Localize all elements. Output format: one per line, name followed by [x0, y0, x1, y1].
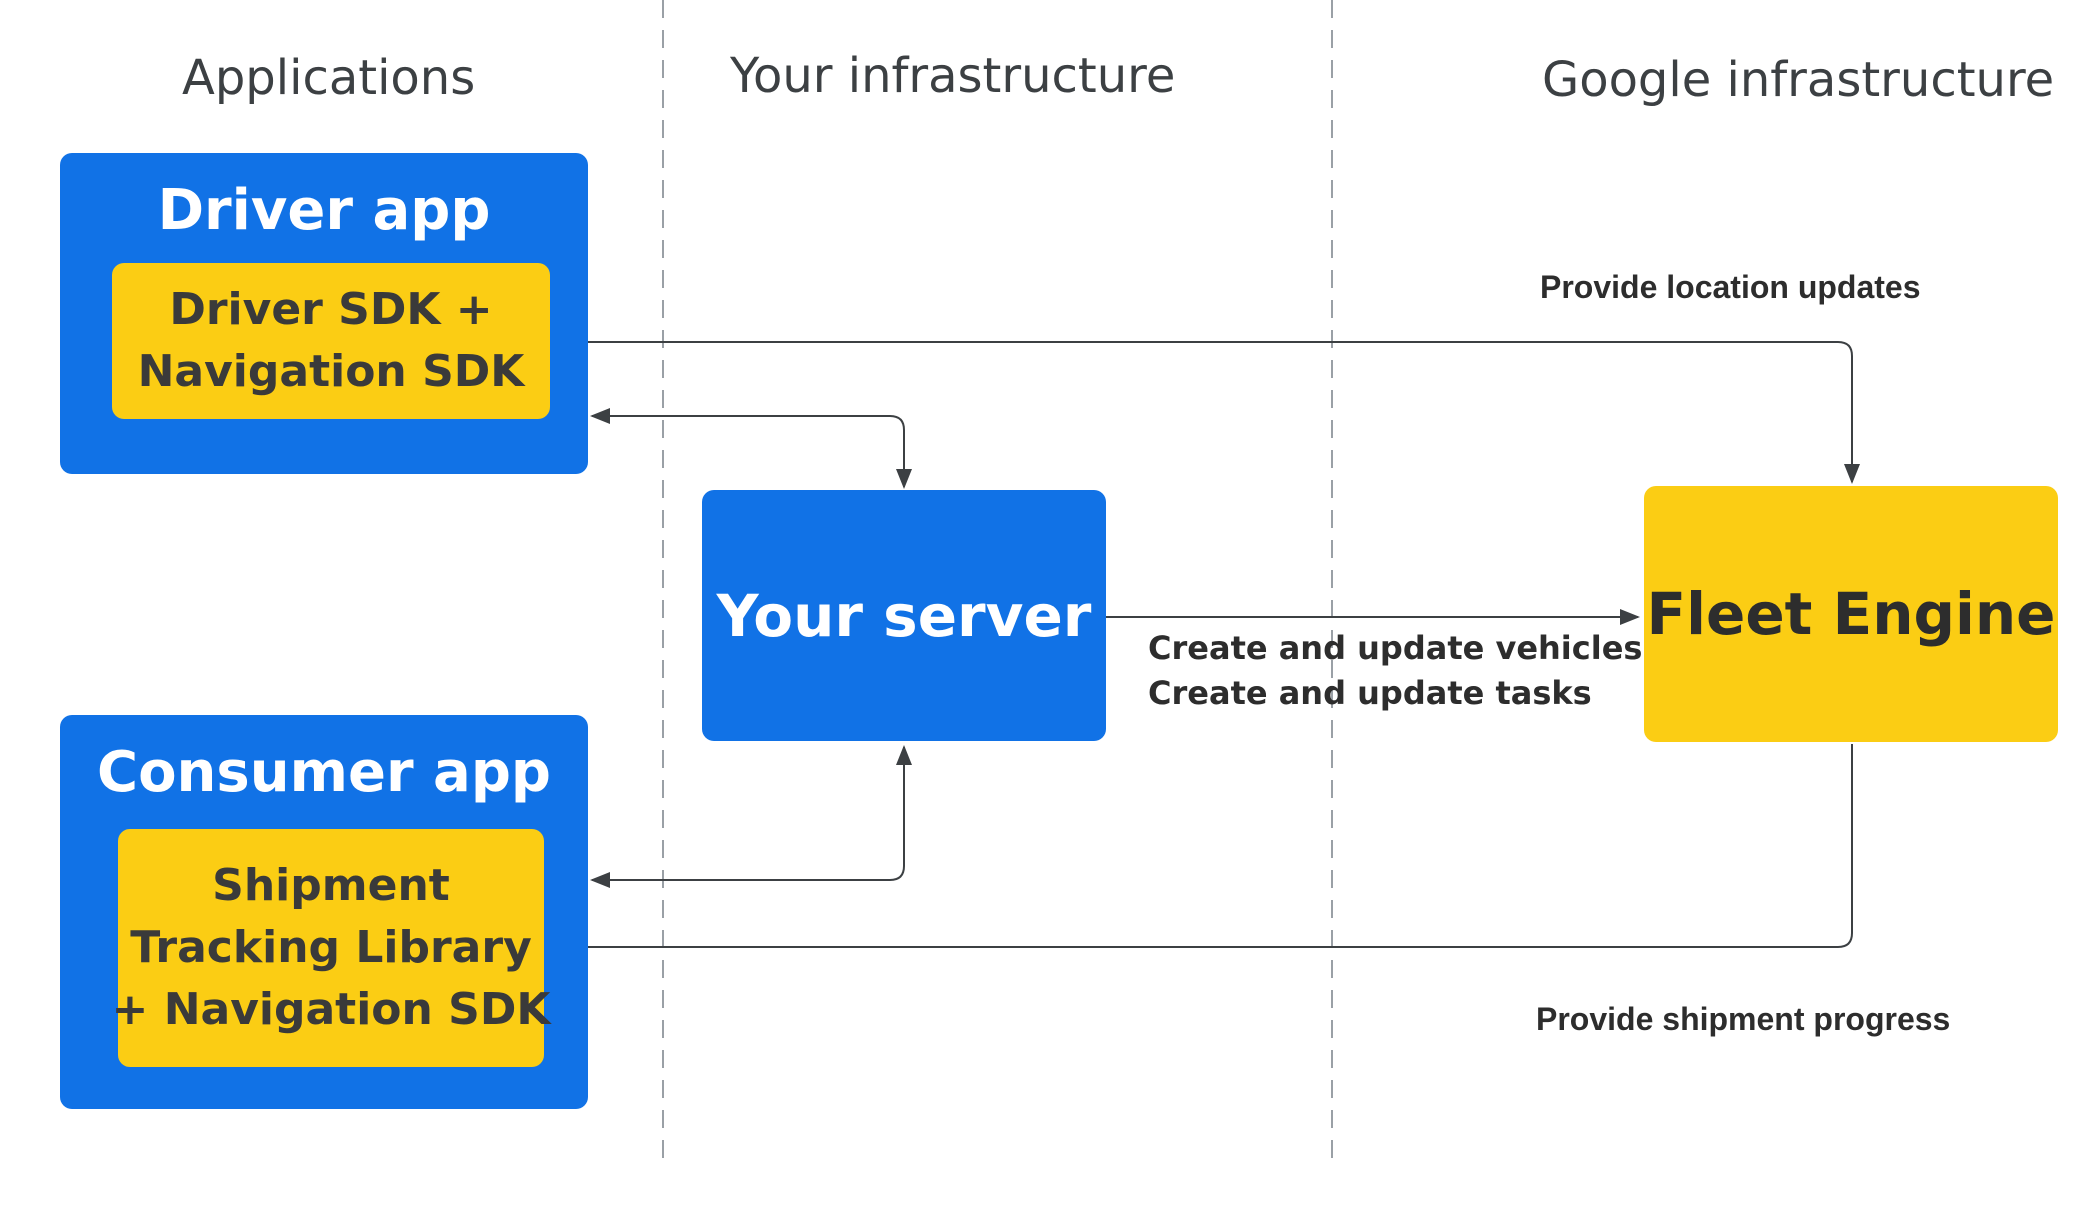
lane-header-google-infrastructure: Google infrastructure	[1542, 52, 2055, 108]
label-create-vehicles: Create and update vehicles	[1148, 629, 1643, 667]
consumer-app-title: Consumer app	[96, 740, 552, 805]
label-location-updates: Provide location updates	[1540, 269, 1921, 305]
driver-sdk-line1: Driver SDK +	[169, 284, 493, 335]
arrow-consumer-server	[590, 745, 912, 888]
shipment-tracking-line2: Tracking Library	[130, 922, 532, 973]
lane-header-your-infrastructure: Your infrastructure	[730, 48, 1176, 104]
your-server-box: Your server	[702, 490, 1106, 741]
label-create-tasks: Create and update tasks	[1148, 674, 1592, 712]
label-shipment-progress: Provide shipment progress	[1536, 1001, 1951, 1037]
arrow-shipment-progress	[543, 744, 1853, 955]
lane-header-applications: Applications	[182, 50, 476, 106]
driver-sdk-box: Driver SDK + Navigation SDK	[112, 263, 550, 419]
arrow-driver-server	[590, 408, 912, 489]
shipment-tracking-line1: Shipment	[212, 860, 450, 911]
arrow-location-updates	[551, 334, 1860, 484]
shipment-tracking-line3: + Navigation SDK	[111, 984, 551, 1035]
your-server-title: Your server	[716, 581, 1092, 650]
consumer-app-box: Consumer app Shipment Tracking Library +…	[60, 715, 588, 1109]
shipment-tracking-box: Shipment Tracking Library + Navigation S…	[112, 829, 550, 1067]
driver-app-title: Driver app	[157, 178, 491, 243]
fleet-engine-title: Fleet Engine	[1646, 580, 2056, 648]
driver-app-box: Driver app Driver SDK + Navigation SDK	[60, 153, 588, 474]
fleet-engine-box: Fleet Engine	[1644, 486, 2058, 742]
driver-sdk-line2: Navigation SDK	[137, 346, 525, 397]
